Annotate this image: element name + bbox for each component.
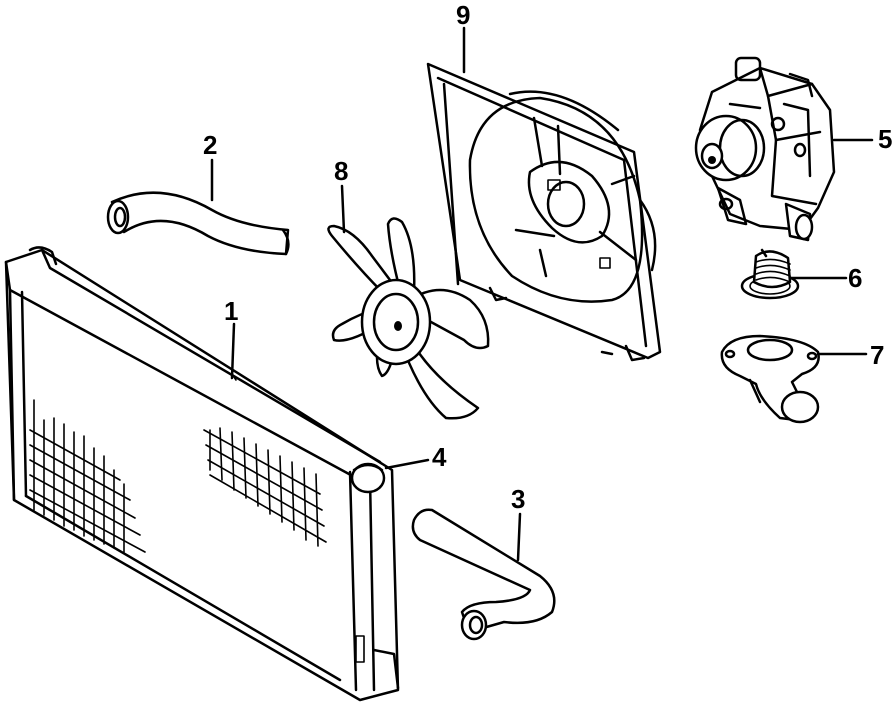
water-pump [694, 56, 836, 242]
callout-4: 4 [432, 442, 447, 472]
callout-6: 6 [848, 263, 862, 293]
callout-2: 2 [203, 130, 217, 160]
callout-8: 8 [334, 156, 348, 186]
callout-3: 3 [511, 484, 525, 514]
radiator-cap [350, 462, 386, 494]
lower-hose [411, 508, 556, 641]
callout-9: 9 [456, 0, 470, 30]
water-outlet [720, 334, 820, 424]
callout-5: 5 [878, 124, 892, 154]
cooling-fan [327, 217, 490, 420]
upper-hose [106, 191, 290, 256]
radiator [4, 246, 400, 702]
fan-shroud [426, 62, 662, 362]
callout-7: 7 [870, 340, 884, 370]
thermostat [740, 248, 800, 300]
leader-lines [210, 26, 874, 562]
callout-1: 1 [224, 296, 238, 326]
callout-labels: 1 2 3 4 5 6 7 8 9 [203, 0, 892, 514]
